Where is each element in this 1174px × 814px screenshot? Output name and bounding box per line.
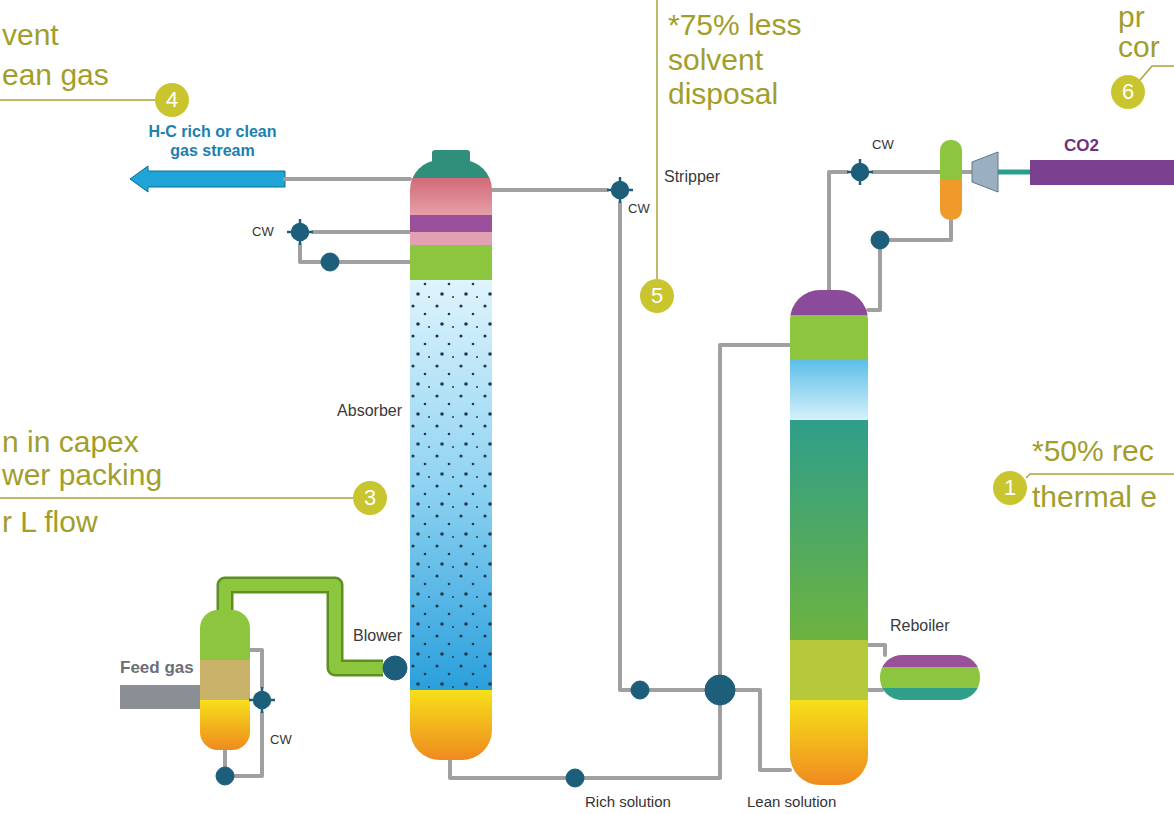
callout-text: pr	[1118, 0, 1145, 35]
utility-label-holder: CW	[628, 202, 650, 217]
callout-text: vent	[2, 18, 59, 53]
leader-lines	[0, 0, 1174, 498]
equipment-label-holder: Reboiler	[890, 617, 950, 635]
callout-number: 6	[1111, 75, 1145, 109]
callout-text: *75% less solvent disposal	[668, 8, 843, 112]
callout-text-holder: thermal e	[1032, 480, 1157, 515]
callout-number-text: 6	[1122, 81, 1134, 103]
pipes	[225, 172, 972, 778]
callout-text-holder: cor	[1118, 30, 1160, 65]
callout-text: wer packing	[2, 458, 162, 493]
stream-label: Feed gas	[120, 658, 194, 678]
feed-scrubber	[200, 610, 250, 750]
callout-text-holder: wer packing	[2, 458, 162, 493]
callout-text: thermal e	[1032, 480, 1157, 515]
callout-text: *50% rec	[1032, 434, 1154, 469]
utility-label: CW	[270, 733, 292, 748]
equipment-label: Blower	[353, 627, 402, 645]
co2-compressor	[972, 152, 998, 192]
callout-number-text: 1	[1004, 477, 1016, 499]
callout-text-holder: n in capex	[2, 425, 139, 460]
callout-text-holder: vent	[2, 18, 59, 53]
equipment-label-holder: Absorber	[337, 402, 402, 420]
callout-number-text: 4	[166, 89, 178, 111]
callout-text-holder: *75% less solvent disposal	[668, 8, 843, 112]
callout-text: cor	[1118, 30, 1160, 65]
callout-number: 4	[155, 83, 189, 117]
stream-label-holder: H-C rich or clean gas stream	[140, 122, 285, 160]
callout-text: ean gas	[2, 58, 109, 93]
stream-label-holder: Lean solution	[747, 793, 836, 810]
utility-label: CW	[628, 202, 650, 217]
stream-label: CO2	[1064, 136, 1099, 156]
clean-gas-arrow	[130, 166, 285, 192]
utility-label: CW	[252, 225, 274, 240]
stream-label: Lean solution	[747, 793, 836, 810]
equipment-label: Absorber	[337, 402, 402, 420]
utility-label-holder: CW	[252, 225, 274, 240]
co2-line	[998, 170, 1030, 175]
absorber-column	[410, 160, 492, 760]
equipment-label-holder: Blower	[353, 627, 402, 645]
callout-number: 1	[993, 471, 1027, 505]
reboiler-drum	[880, 655, 980, 700]
stream-label-holder: CO2	[1064, 136, 1099, 156]
equipment-label-holder: Stripper	[664, 168, 720, 186]
callout-number: 3	[353, 481, 387, 515]
callout-text: n in capex	[2, 425, 139, 460]
stripper-column	[790, 290, 868, 785]
co2-outlet-bar	[1030, 160, 1174, 185]
reflux-drum	[940, 140, 962, 220]
utility-label: CW	[872, 138, 894, 153]
stream-label: H-C rich or clean gas stream	[140, 122, 285, 160]
callout-text: r L flow	[2, 505, 98, 540]
utility-label-holder: CW	[270, 733, 292, 748]
callout-text-holder: r L flow	[2, 505, 98, 540]
callout-text-holder: pr	[1118, 0, 1145, 35]
callout-number: 5	[640, 279, 674, 313]
stream-label: Rich solution	[585, 793, 671, 810]
utility-label-holder: CW	[872, 138, 894, 153]
callout-number-text: 5	[651, 285, 663, 307]
equipment-label: Stripper	[664, 168, 720, 186]
equipment-label: Reboiler	[890, 617, 950, 635]
equipment-symbols	[216, 159, 889, 787]
stream-label-holder: Rich solution	[585, 793, 671, 810]
stream-label-holder: Feed gas	[120, 658, 194, 678]
callout-text-holder: *50% rec	[1032, 434, 1154, 469]
callout-text-holder: ean gas	[2, 58, 109, 93]
callout-number-text: 3	[364, 487, 376, 509]
